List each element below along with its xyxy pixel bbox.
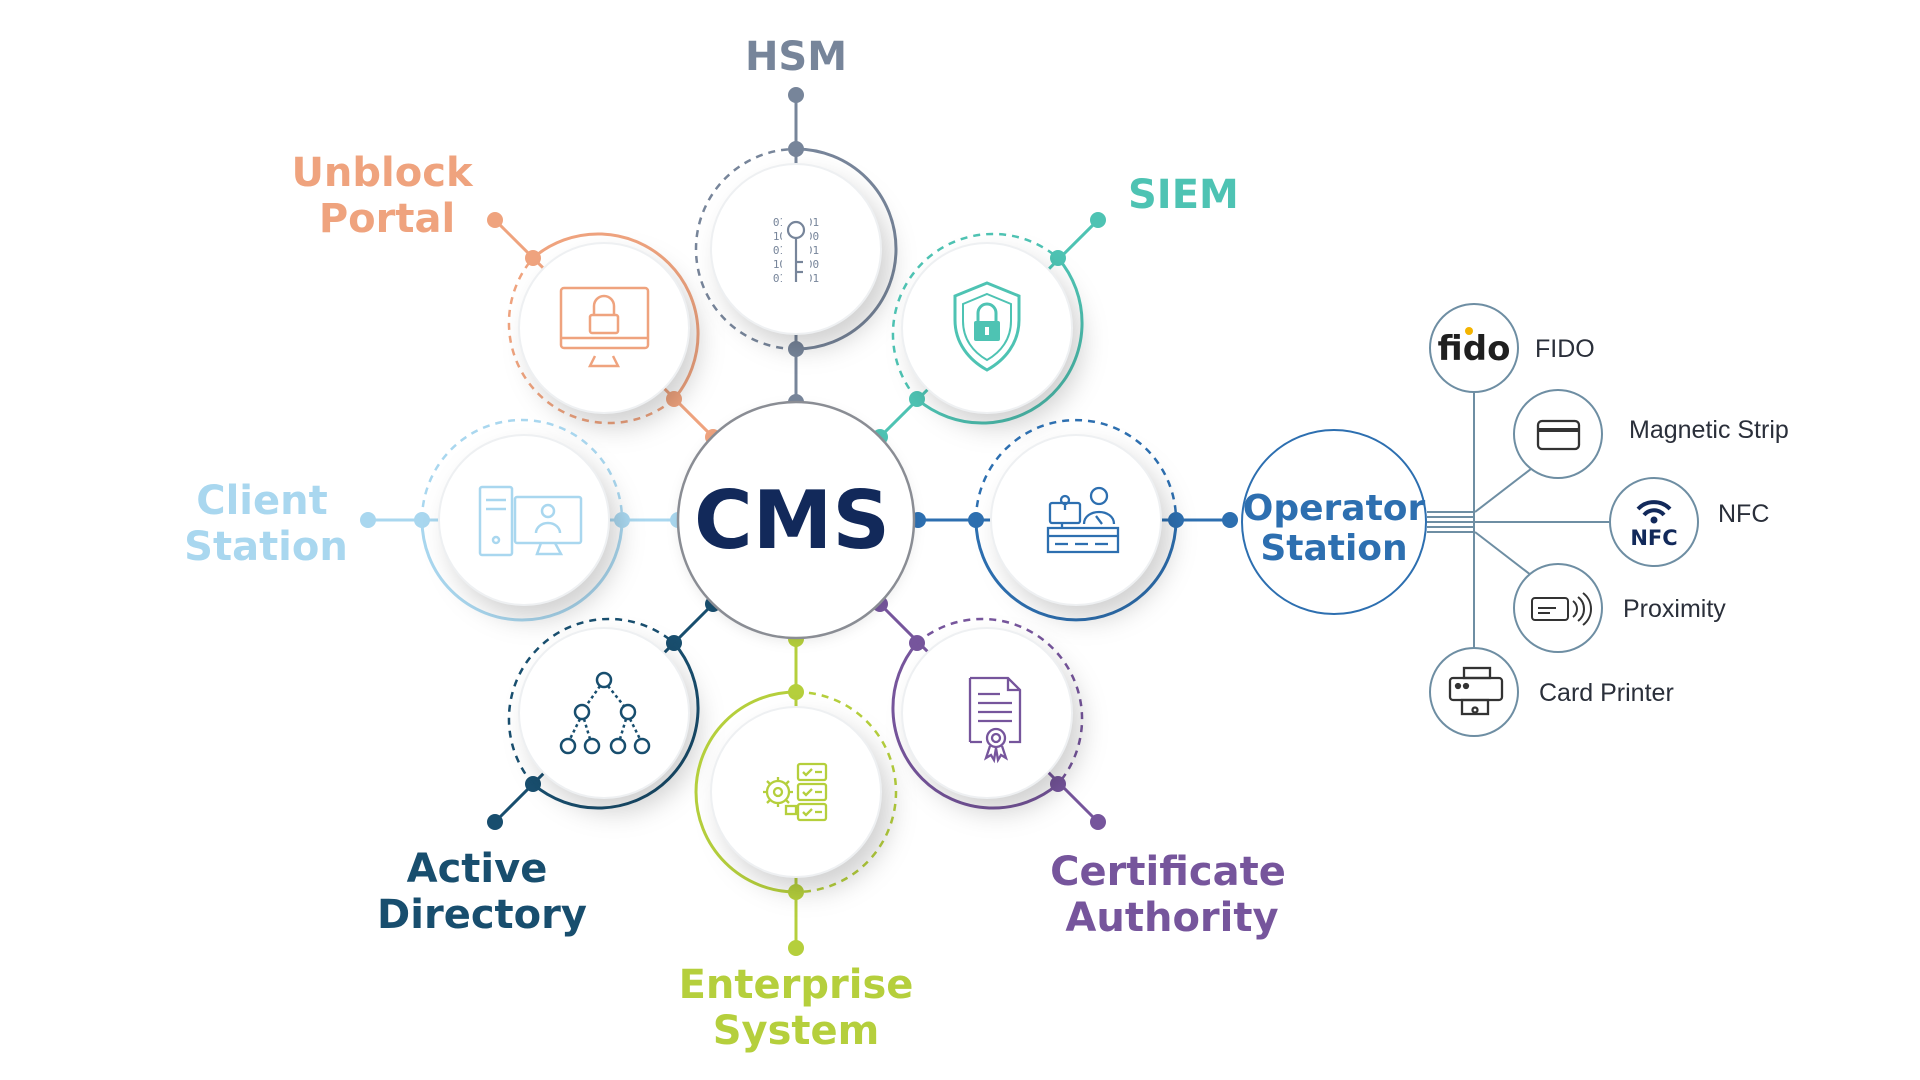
device-card-printer: Card Printer [1429, 647, 1674, 737]
device-magnetic-strip: Magnetic Strip [1513, 389, 1789, 479]
proximity-card-icon [1531, 592, 1592, 626]
monitor-lock-icon [559, 286, 650, 368]
operator-station-circle [1241, 429, 1427, 615]
nfc-icon: NFC [1630, 500, 1678, 550]
hsm-label: HSM [745, 34, 847, 80]
certificate-authority-label-line1: Certificate [1050, 849, 1286, 895]
cms-label: CMS [694, 474, 890, 567]
siem-node: SIEM [872, 172, 1239, 445]
svg-text:fido: fido [1438, 329, 1511, 369]
unblock-portal-label-line1: Unblock [291, 150, 473, 196]
active-directory-label-line2: Directory [377, 892, 587, 938]
cms-center-node: CMS [676, 400, 916, 640]
desktop-computer-icon [478, 485, 583, 557]
device-nfc: NFC NFC [1609, 477, 1769, 567]
enterprise-system-label-line1: Enterprise [679, 962, 914, 1008]
fido-logo: fido [1438, 327, 1511, 369]
card-printer-icon [1448, 666, 1504, 716]
nfc-label: NFC [1718, 500, 1769, 528]
magnetic-card-icon [1536, 419, 1581, 451]
proximity-label: Proximity [1623, 595, 1726, 623]
binary-key-icon: 0101001 100 100 011 001 100 100 0110001 [773, 216, 819, 286]
card-printer-label: Card Printer [1539, 679, 1674, 707]
magnetic-strip-label: Magnetic Strip [1629, 416, 1789, 444]
active-directory-label-line1: Active [407, 846, 548, 892]
device-connector-lines [1427, 392, 1610, 652]
operator-station-label-line2: Station [1260, 528, 1407, 569]
operator-station-hub: Operator Station fido FIDO Magnetic Stri… [1241, 303, 1789, 737]
certificate-authority-label-line2: Authority [1065, 895, 1278, 941]
client-station-label-line1: Client [196, 478, 328, 524]
fido-label: FIDO [1535, 335, 1595, 363]
enterprise-system-label-line2: System [713, 1008, 880, 1054]
operator-station-node [910, 418, 1238, 622]
operator-desk-icon [1046, 486, 1120, 554]
device-proximity: Proximity [1513, 563, 1726, 653]
client-station-node: Client Station [184, 418, 686, 622]
device-fido: fido FIDO [1429, 303, 1595, 393]
client-station-label-line2: Station [184, 524, 348, 570]
enterprise-system-node: Enterprise System [679, 631, 914, 1054]
unblock-portal-label-line2: Portal [319, 196, 455, 242]
active-directory-node: Active Directory [377, 596, 721, 938]
shield-lock-icon [953, 281, 1021, 372]
operator-station-label-line1: Operator [1243, 488, 1426, 529]
certificate-document-icon [968, 676, 1022, 764]
unblock-portal-node: Unblock Portal [291, 150, 721, 445]
siem-label: SIEM [1128, 172, 1239, 218]
server-gear-icon [763, 762, 828, 822]
hierarchy-tree-icon [559, 671, 651, 755]
svg-text:NFC: NFC [1630, 526, 1677, 550]
hsm-node: 0101001 100 100 011 001 100 100 0110001 … [694, 34, 898, 410]
certificate-authority-node: Certificate Authority [872, 596, 1286, 941]
